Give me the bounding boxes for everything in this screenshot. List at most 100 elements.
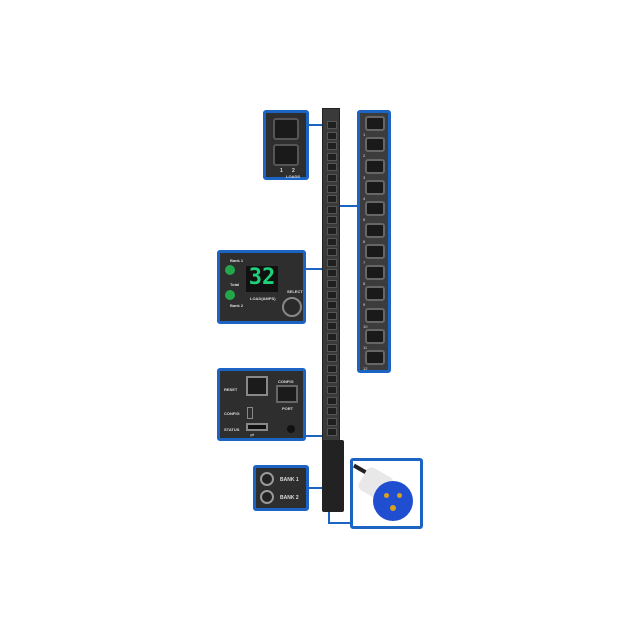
reset-label: RESET: [224, 387, 238, 392]
select-label: SELECT: [287, 289, 303, 294]
strip-outlet: [327, 174, 337, 182]
outlet-number: 7: [363, 259, 366, 265]
strip-outlet: [327, 417, 337, 426]
strip-outlet: [327, 322, 337, 331]
bank2-breaker[interactable]: [260, 490, 274, 504]
strip-outlet: [327, 301, 337, 310]
c13-outlet: [365, 307, 385, 323]
c13-outlet: [365, 329, 385, 344]
c13-outlet: [365, 243, 385, 259]
bank1-label: Bank 1: [230, 258, 244, 263]
ethernet-port[interactable]: [246, 376, 268, 396]
strip-outlet: [327, 354, 337, 363]
c19-outlet-callout: 1 2 LOADS: [263, 110, 309, 180]
bank2-label: Bank 2: [230, 303, 244, 308]
select-button[interactable]: [282, 297, 302, 317]
outlet-number: 4: [363, 195, 366, 201]
c13-outlet: [365, 116, 385, 131]
bank1-led: [225, 265, 235, 275]
c19-outlet: [273, 144, 299, 166]
config-switch-label: CONFIG: [224, 411, 240, 416]
c13-outlet: [365, 158, 385, 174]
total-label: Total: [230, 282, 240, 287]
config-switch[interactable]: [247, 407, 253, 419]
bank1-breaker-label: BANK 1: [280, 477, 299, 483]
strip-outlet: [327, 311, 337, 320]
outlet-number: 2: [292, 168, 295, 174]
outlet-number: 9: [363, 302, 366, 308]
connector-line: [338, 205, 358, 207]
outlet-number: 2: [363, 153, 366, 159]
load-reading: 32: [248, 265, 276, 290]
strip-outlet: [327, 343, 337, 352]
c13-outlet: [365, 350, 385, 366]
strip-outlet: [327, 205, 337, 214]
outlet-number: 1: [280, 168, 283, 174]
digital-display: [246, 266, 278, 292]
status-label: STATUS: [224, 427, 240, 432]
config-port[interactable]: [276, 385, 298, 403]
connector-line: [308, 487, 326, 489]
usb-icon: ⇌: [250, 433, 255, 439]
c13-outlet: [365, 201, 385, 217]
c13-outlet: [365, 137, 385, 153]
strip-outlet: [327, 258, 337, 267]
strip-outlet: [327, 364, 337, 373]
connector-line: [305, 435, 323, 437]
outlet-number: 5: [363, 217, 366, 223]
strip-outlet: [327, 131, 337, 140]
load-amps-label: LOAD(AMPS): [250, 296, 276, 301]
outlet-number: 10: [363, 323, 368, 329]
port-label: PORT: [282, 406, 294, 411]
strip-outlet: [327, 163, 337, 172]
strip-outlet: [327, 195, 337, 204]
strip-outlet: [327, 396, 337, 405]
connector-line: [308, 124, 324, 126]
outlet-number: 11: [363, 345, 368, 350]
strip-outlet: [327, 280, 337, 288]
bank2-breaker-label: BANK 2: [280, 495, 299, 501]
load-display-callout: Bank 1 Total Bank 2 32 LOAD(AMPS) SELECT: [217, 250, 306, 324]
c13-outlet: [365, 265, 385, 281]
c19-outlet: [273, 118, 299, 140]
strip-outlet: [327, 227, 337, 235]
outlet-number: 3: [363, 174, 366, 180]
c13-outlet: [365, 286, 385, 302]
iec-plug-icon: [373, 481, 413, 521]
strip-outlet: [327, 428, 337, 437]
loads-label: LOADS: [286, 174, 300, 179]
iec-plug-callout: [350, 458, 423, 529]
connector-line: [328, 510, 330, 524]
network-ports-callout: RESET CONFIG PORT CONFIG STATUS ⇌: [217, 368, 306, 441]
strip-outlet: [327, 121, 337, 129]
strip-outlet: [327, 290, 337, 299]
usb-port[interactable]: [246, 423, 268, 431]
strip-outlet: [327, 216, 337, 225]
strip-outlet: [327, 142, 337, 151]
strip-outlet: [327, 248, 337, 257]
bank2-led: [225, 290, 235, 300]
pdu-plug-housing: [322, 440, 344, 512]
config-label: CONFIG: [278, 379, 294, 384]
connector-line: [305, 268, 323, 270]
bank1-breaker[interactable]: [260, 472, 274, 486]
outlet-number: 6: [363, 238, 366, 244]
outlet-number: 8: [363, 281, 366, 287]
breaker-callout: BANK 1 BANK 2: [253, 465, 309, 511]
pdu-strip: [322, 108, 340, 442]
strip-outlet: [327, 269, 337, 278]
status-led: [287, 425, 295, 433]
strip-outlet: [327, 407, 337, 416]
outlet-number: 12: [363, 366, 368, 372]
c13-outlet: [365, 222, 385, 238]
strip-outlet: [327, 375, 337, 384]
c13-outlet: [365, 179, 385, 195]
outlet-number: 1: [363, 132, 366, 137]
strip-outlet: [327, 386, 337, 394]
strip-outlet: [327, 152, 337, 161]
connector-line: [328, 522, 352, 524]
strip-outlet: [327, 333, 337, 341]
strip-outlet: [327, 237, 337, 246]
strip-outlet: [327, 184, 337, 193]
